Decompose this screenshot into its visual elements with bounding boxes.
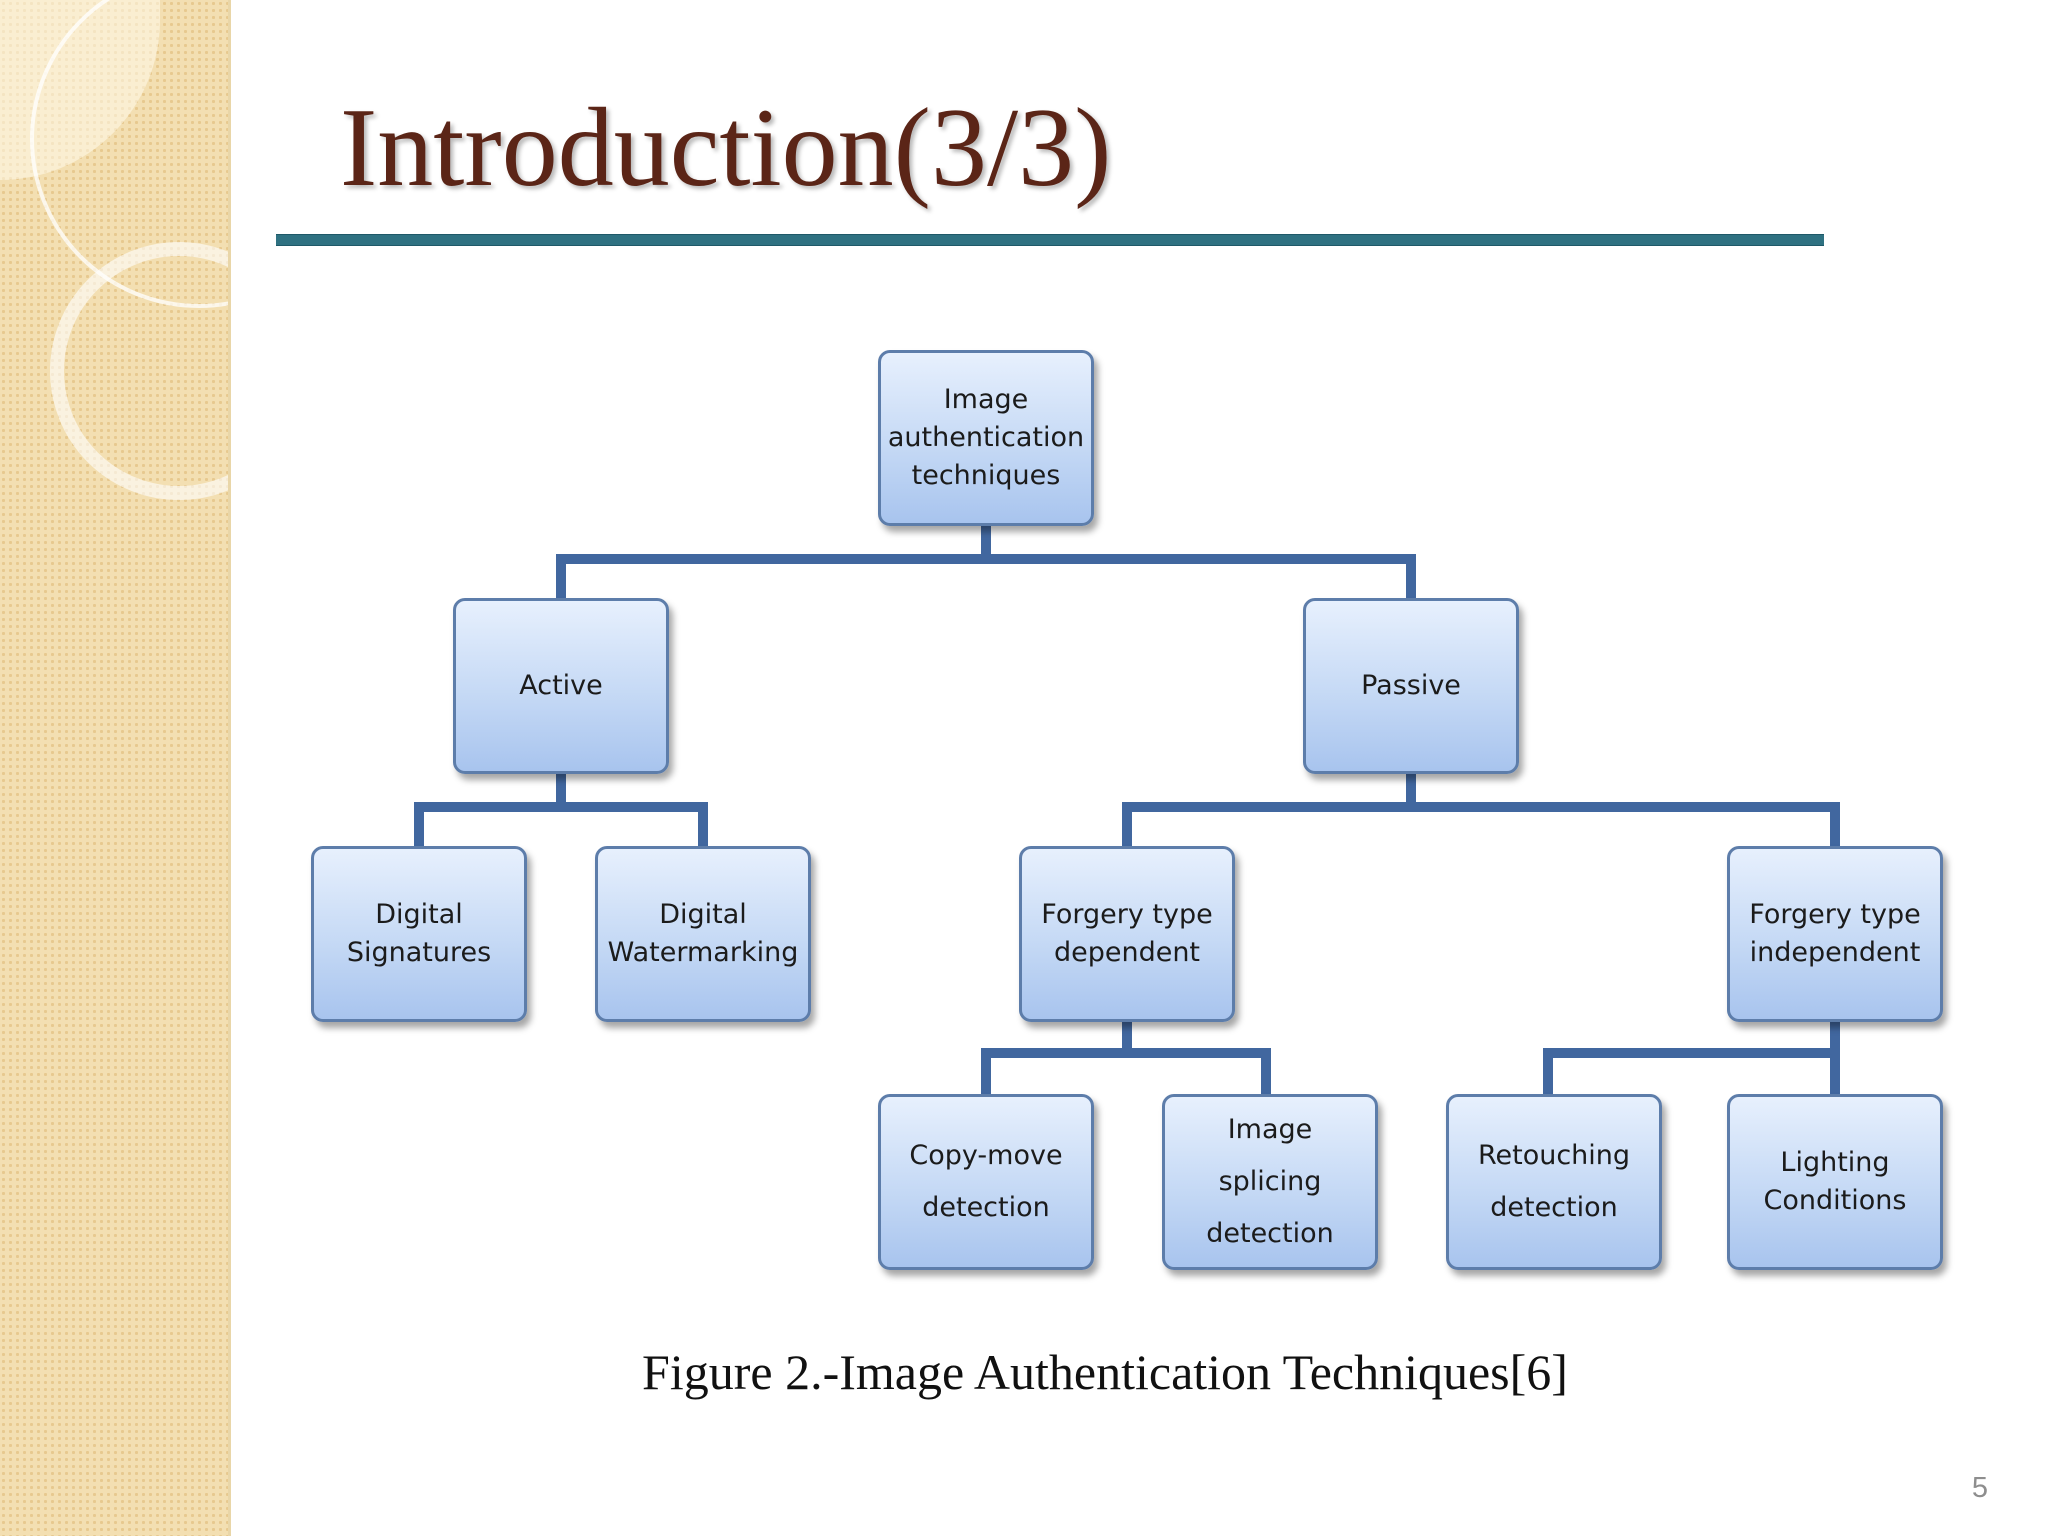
node-label: Forgery type independent (1749, 899, 1921, 968)
connector-passive-stem (1406, 774, 1416, 808)
connector-dependent-stem (1122, 1022, 1132, 1054)
slide-title: Introduction(3/3) (340, 86, 1112, 210)
decorative-ring (50, 242, 228, 500)
node-lighting-conditions: Lighting Conditions (1727, 1094, 1943, 1270)
node-label: Retouching detection (1477, 1140, 1631, 1223)
node-label: Image authentication techniques (887, 384, 1085, 491)
node-label: Copy-move detection (909, 1140, 1063, 1223)
connector-to-forgery-independent (1830, 802, 1840, 846)
node-forgery-type-independent: Forgery type independent (1727, 846, 1943, 1022)
node-image-splicing-detection: Image splicing detection (1162, 1094, 1378, 1270)
node-image-authentication-techniques: Image authentication techniques (878, 350, 1094, 526)
connector-to-digital-watermarking (698, 802, 708, 846)
node-forgery-type-dependent: Forgery type dependent (1019, 846, 1235, 1022)
connector-root-stem (981, 526, 991, 562)
node-label: Digital Watermarking (607, 899, 799, 968)
connector-to-lighting (1830, 1048, 1840, 1094)
connector-level1-bar (556, 554, 1416, 564)
connector-to-digital-signatures (414, 802, 424, 846)
connector-active-bar (414, 802, 704, 812)
figure-caption: Figure 2.-Image Authentication Technique… (642, 1344, 1568, 1400)
node-label: Lighting Conditions (1763, 1147, 1907, 1216)
node-digital-watermarking: Digital Watermarking (595, 846, 811, 1022)
node-passive: Passive (1303, 598, 1519, 774)
page-number: 5 (1971, 1472, 1988, 1504)
connector-dependent-bar (981, 1048, 1271, 1058)
node-active: Active (453, 598, 669, 774)
connector-to-image-splicing (1261, 1048, 1271, 1094)
node-retouching-detection: Retouching detection (1446, 1094, 1662, 1270)
node-label: Image splicing detection (1206, 1114, 1334, 1249)
node-copy-move-detection: Copy-move detection (878, 1094, 1094, 1270)
connector-to-retouching (1543, 1048, 1553, 1094)
connector-to-passive (1406, 554, 1416, 598)
decorative-left-strip (0, 0, 231, 1536)
connector-passive-bar (1122, 802, 1840, 812)
connector-active-stem (556, 774, 566, 808)
connector-to-copy-move (981, 1048, 991, 1094)
connector-to-forgery-dependent (1122, 802, 1132, 846)
node-label: Forgery type dependent (1041, 899, 1213, 968)
node-label: Passive (1361, 670, 1461, 701)
connector-independent-stem (1830, 1022, 1840, 1054)
connector-to-active (556, 554, 566, 598)
node-label: Digital Signatures (346, 899, 492, 968)
connector-independent-bar (1543, 1048, 1840, 1058)
node-label: Active (519, 670, 603, 701)
node-digital-signatures: Digital Signatures (311, 846, 527, 1022)
title-underline (276, 234, 1824, 246)
